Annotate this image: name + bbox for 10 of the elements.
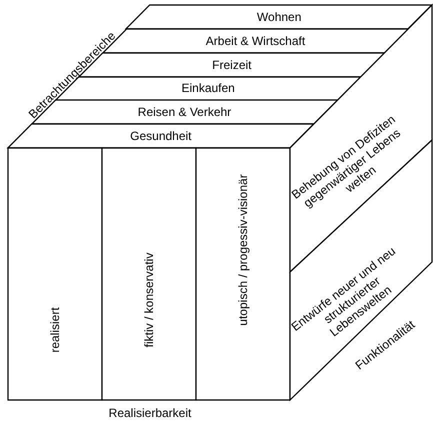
band-label: Arbeit & Wirtschaft (206, 34, 306, 48)
column-label: realisiert (48, 307, 62, 353)
band-label: Wohnen (256, 10, 302, 24)
band-label: Reisen & Verkehr (138, 105, 232, 120)
band-label: Einkaufen (181, 81, 235, 96)
column-label: fiktiv / konservativ (142, 252, 156, 348)
band-label: Gesundheit (130, 129, 192, 144)
axis-label: Realisierbarkeit (108, 406, 192, 420)
column-label: utopisch / progessiv-visionär (236, 174, 250, 326)
band-label: Freizeit (212, 58, 252, 72)
